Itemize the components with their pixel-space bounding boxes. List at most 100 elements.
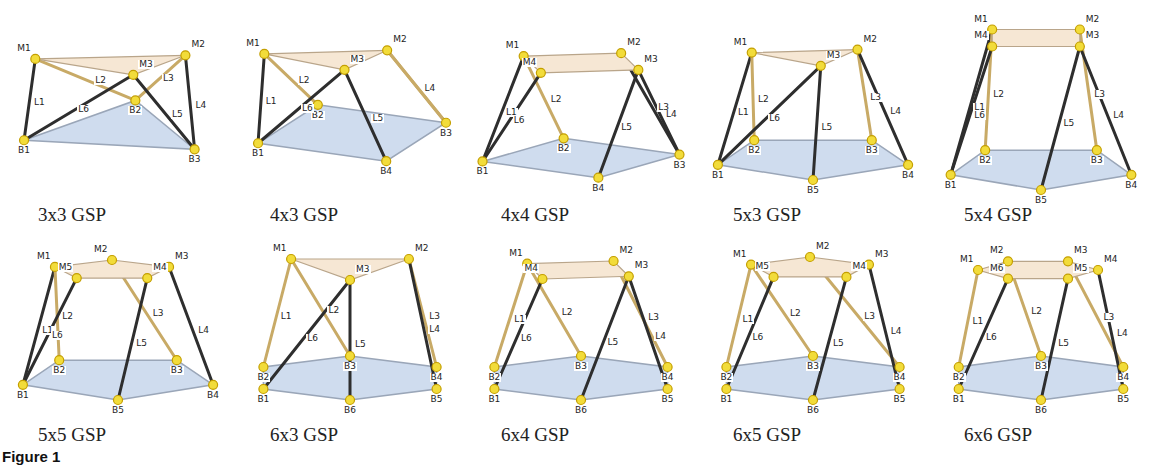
joint-label: B1 <box>251 149 265 158</box>
leg-label: L3 <box>1102 313 1115 322</box>
leg-strut <box>23 267 55 385</box>
caption: 6x5 GSP <box>733 425 801 444</box>
joint-label: M5 <box>58 263 74 272</box>
joint-label: B4 <box>591 184 605 193</box>
leg-label: L2 <box>1030 307 1043 316</box>
joint-label: M5 <box>755 262 771 271</box>
joint-label: B1 <box>952 395 966 404</box>
leg-label: L6 <box>973 111 986 120</box>
leg-strut <box>951 46 993 174</box>
leg-label: L2 <box>561 308 574 317</box>
top-plate <box>752 50 858 66</box>
top-plate <box>978 261 1098 278</box>
leg-strut <box>752 53 754 141</box>
leg-label: L4 <box>890 327 903 336</box>
joint-label: M3 <box>643 55 659 64</box>
joint <box>313 100 322 109</box>
leg-label: L5 <box>171 110 184 119</box>
leg-label: L4 <box>197 326 210 335</box>
leg-label: L1 <box>265 97 278 106</box>
platform-figure <box>722 253 904 405</box>
caption: 5x5 GSP <box>38 425 106 444</box>
joint <box>809 176 818 185</box>
joint <box>131 96 140 105</box>
joint <box>404 255 413 264</box>
joint <box>20 136 29 145</box>
leg-strut <box>718 66 821 165</box>
caption: 6x3 GSP <box>270 425 338 444</box>
joint-label: M6 <box>989 264 1005 273</box>
joint <box>1119 385 1128 394</box>
joint <box>383 46 392 55</box>
joint-label: M3 <box>826 51 842 60</box>
joint-label: B6 <box>806 406 820 415</box>
joint-label: M1 <box>505 41 521 50</box>
leg-strut <box>133 75 194 149</box>
joint-label: B3 <box>170 366 184 375</box>
leg-label: L2 <box>61 312 74 321</box>
joint-label: B4 <box>661 373 675 382</box>
leg-label: L6 <box>51 331 64 340</box>
joint-label: B1 <box>719 395 733 404</box>
joint <box>346 276 355 285</box>
joint <box>55 356 64 365</box>
platform-figure <box>254 46 451 166</box>
leg-strut <box>598 70 638 178</box>
joint-label: B2 <box>128 106 142 115</box>
joint <box>904 160 913 169</box>
platform-figure <box>18 256 217 405</box>
joint-label: M2 <box>392 35 408 44</box>
base-plate <box>258 105 446 161</box>
leg-label: L6 <box>513 116 526 125</box>
leg-label: L5 <box>832 339 845 348</box>
joint-label: M2 <box>862 35 878 44</box>
joint-label: B4 <box>893 373 907 382</box>
leg-label: L3 <box>647 313 660 322</box>
joint <box>750 136 759 145</box>
leg-label: L2 <box>992 90 1005 99</box>
platform-figure <box>490 256 672 404</box>
leg-label: L1 <box>741 315 754 324</box>
leg-label: L5 <box>1057 339 1070 348</box>
leg-label: L4 <box>1112 111 1125 120</box>
joint <box>867 136 876 145</box>
joint <box>259 385 268 394</box>
joint-label: M3 <box>138 60 154 69</box>
joint-label: B1 <box>711 171 725 180</box>
joint-label: B4 <box>430 373 444 382</box>
platform-figure <box>478 49 684 183</box>
joint-label: B1 <box>17 146 31 155</box>
leg-label: L5 <box>135 339 148 348</box>
joint <box>260 49 269 58</box>
joint <box>988 42 997 51</box>
joint <box>988 25 997 34</box>
leg-label: L6 <box>768 114 781 123</box>
top-plate <box>992 30 1080 47</box>
joint <box>624 272 633 281</box>
joint <box>1064 257 1073 266</box>
joint-label: M1 <box>36 252 52 261</box>
joint <box>441 118 450 127</box>
joint <box>190 145 199 154</box>
joint <box>617 49 626 58</box>
joint <box>346 396 355 405</box>
joint-label: B4 <box>379 167 393 176</box>
joint-label: M1 <box>245 39 261 48</box>
leg-label: L3 <box>152 309 165 318</box>
caption: 5x3 GSP <box>733 205 801 224</box>
joint <box>895 363 904 372</box>
leg-label: L1 <box>280 312 293 321</box>
joint <box>254 139 263 148</box>
joint-label: B4 <box>1124 181 1138 190</box>
joint <box>577 396 586 405</box>
joint-label: B6 <box>1034 406 1048 415</box>
joint-label: B3 <box>439 129 453 138</box>
leg-strut <box>581 276 629 400</box>
leg-label: L1 <box>513 315 526 324</box>
joint <box>1004 274 1013 283</box>
joint-label: B5 <box>1116 395 1130 404</box>
joint <box>143 274 152 283</box>
joint-label: B3 <box>1090 156 1104 165</box>
leg-strut <box>349 280 352 400</box>
joint <box>806 253 815 262</box>
